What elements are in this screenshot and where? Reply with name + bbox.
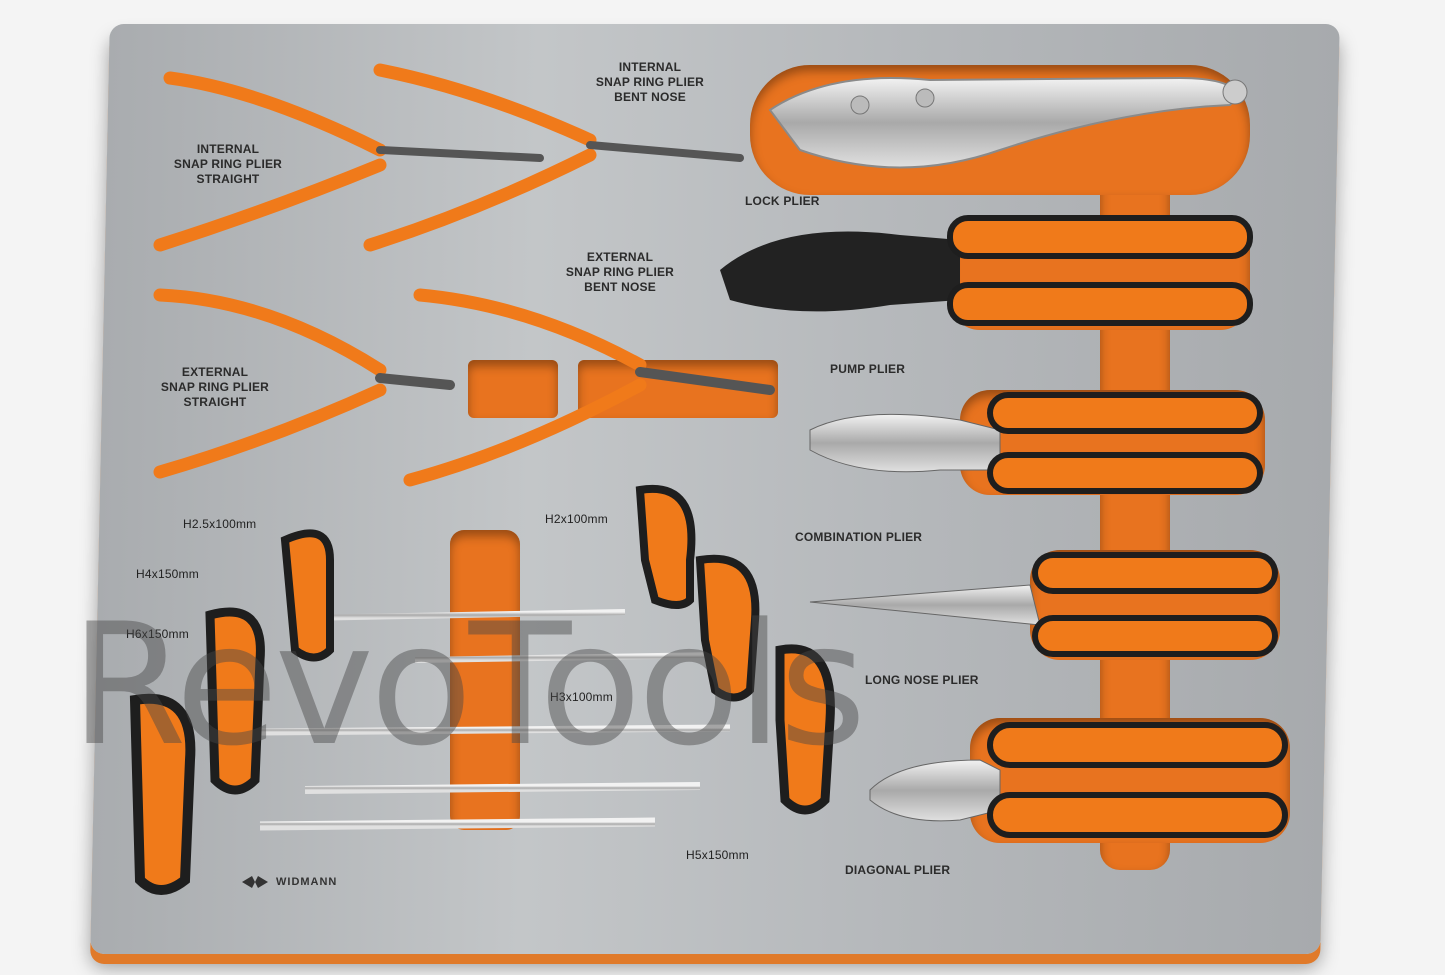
lock-plier <box>768 76 1248 169</box>
internal-snap-ring-plier-straight <box>153 71 544 252</box>
label-h2-5: H2.5x100mm <box>183 517 257 531</box>
combination-plier <box>809 392 1263 494</box>
hex-key-h5 <box>129 693 656 895</box>
label-h5: H5x150mm <box>686 848 749 862</box>
label-combination-plier: COMBINATION PLIER <box>795 530 923 544</box>
external-snap-ring-plier-bent <box>403 288 775 487</box>
brand-name: WIDMANN <box>276 876 338 888</box>
label-h6: H6x150mm <box>126 627 189 641</box>
label-long-nose-plier: LONG NOSE PLIER <box>865 673 979 687</box>
hex-key-h3 <box>414 554 760 702</box>
label-h4: H4x150mm <box>136 567 199 581</box>
hex-key-h6 <box>304 644 835 815</box>
external-snap-ring-plier-straight <box>153 288 455 479</box>
hex-key-h2-5 <box>280 529 626 662</box>
brand-mark: WIDMANN <box>240 874 337 890</box>
hex-key-h2 <box>360 484 696 609</box>
pump-plier <box>720 215 1253 326</box>
watermark-text: RevoTools <box>70 587 867 783</box>
label-pump-plier: PUMP PLIER <box>830 362 906 376</box>
label-h2: H2x100mm <box>545 512 608 526</box>
label-h3: H3x100mm <box>550 690 613 704</box>
label-lock-plier: LOCK PLIER <box>745 194 820 208</box>
bee-logo-icon <box>242 876 268 888</box>
hex-key-h4 <box>205 607 731 795</box>
foam-cutout-snap-ring-straight <box>468 360 558 418</box>
internal-snap-ring-plier-bent <box>363 63 744 252</box>
label-diagonal-plier: DIAGONAL PLIER <box>845 863 951 877</box>
foam-cutout-hex-key-column <box>450 530 520 830</box>
long-nose-plier <box>809 552 1278 657</box>
diagonal-plier <box>869 722 1288 838</box>
